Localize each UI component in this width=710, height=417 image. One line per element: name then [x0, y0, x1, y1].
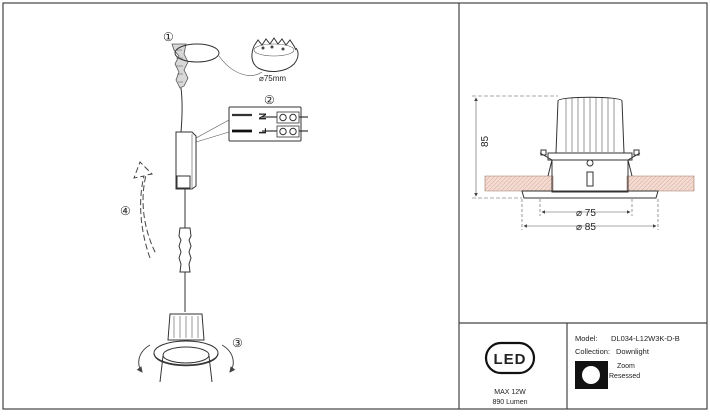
step-2-label: ②: [264, 93, 275, 107]
lamp-cable-connector: [178, 189, 192, 312]
step-4-label: ④: [120, 204, 131, 218]
model-value: DL034-L12W3K-D-B: [611, 334, 680, 343]
height-value: 85: [480, 135, 491, 147]
cutout-value: ⌀ 75: [576, 208, 596, 219]
power-rating: MAX 12W: [494, 389, 526, 396]
installation-diagram: ① ⌀75mm ②: [120, 30, 308, 383]
outer-frame: [2, 2, 708, 410]
ceiling-cut-illustration: [171, 43, 220, 89]
step-3-arrow-left: [136, 344, 151, 373]
dimension-drawing: 85 ⌀ 75 ⌀ 85: [472, 95, 695, 233]
led-badge: LED MAX 12W 890 Lumen: [484, 341, 536, 406]
terminal-block: [228, 106, 308, 142]
lamp-body-section: [521, 149, 659, 199]
ceiling-section-right: [626, 175, 695, 192]
heatsink-fins: [555, 96, 625, 154]
step-3-label: ③: [232, 336, 243, 350]
feature-recessed: Resessed: [609, 373, 640, 380]
led-logo-text: LED: [494, 351, 527, 368]
collection-label: Collection:: [575, 347, 610, 356]
downlight-lamp: [153, 313, 219, 383]
driver-box: [175, 131, 197, 190]
diameter-value: ⌀ 85: [576, 222, 596, 233]
step-3-arrow-right: [221, 344, 236, 373]
height-dimension: [472, 95, 558, 199]
product-thumbnail-lens: [582, 366, 600, 384]
step-4-rotation-arrow: [133, 161, 157, 259]
hole-saw-illustration: [218, 37, 299, 76]
step-1-label: ①: [163, 30, 174, 44]
ceiling-section-left: [484, 175, 554, 192]
terminal-n-label: N: [258, 113, 269, 120]
led-logo-outline: [484, 341, 536, 375]
cutout-dimension: [539, 199, 633, 216]
feature-zoom: Zoom: [617, 363, 635, 370]
spec-block: Model: DL034-L12W3K-D-B Collection: Down…: [575, 334, 680, 389]
hole-diameter-label: ⌀75mm: [259, 74, 286, 83]
lumen-rating: 890 Lumen: [492, 399, 527, 406]
diameter-dimension: [521, 199, 659, 230]
model-label: Model:: [575, 334, 598, 343]
terminal-l-label: L: [258, 128, 269, 134]
collection-value: Downlight: [616, 347, 650, 356]
supply-cable: [180, 87, 183, 133]
